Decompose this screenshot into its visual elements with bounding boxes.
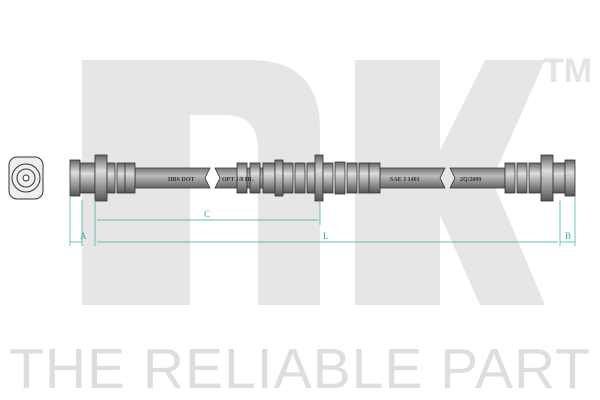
dimension-lines bbox=[69, 196, 576, 246]
hose-marking: 2Q/2009 bbox=[460, 177, 481, 183]
dimension-c: C bbox=[204, 209, 210, 219]
end-view-icon bbox=[8, 156, 44, 200]
dimension-a: A bbox=[80, 231, 87, 241]
fittings bbox=[69, 154, 576, 202]
hose-marking: HBS DOT bbox=[168, 177, 195, 183]
hose-segment bbox=[449, 167, 506, 189]
tagline: THE RELIABLE PART bbox=[9, 337, 591, 400]
trademark: TM bbox=[543, 52, 593, 90]
dimension-b: B bbox=[565, 231, 571, 241]
hose-marking: OPT 1/8 HL bbox=[222, 177, 254, 183]
dimension-l: L bbox=[323, 231, 329, 241]
hose-marking: SAE J 1401 bbox=[390, 177, 420, 183]
